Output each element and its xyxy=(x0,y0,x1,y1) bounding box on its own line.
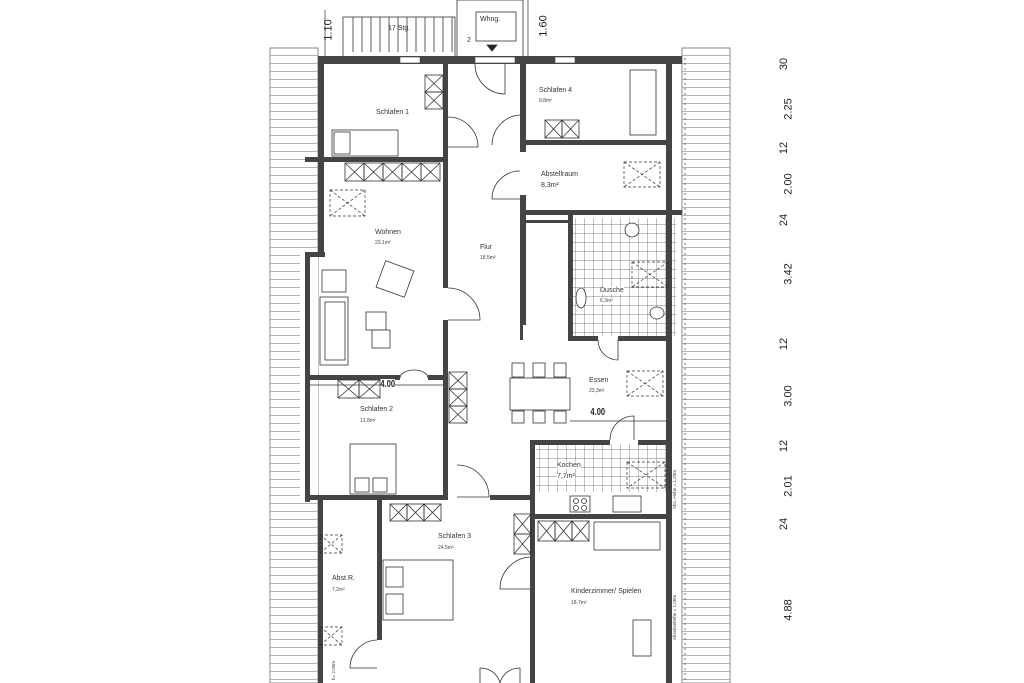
dim-top-left: 1.10 xyxy=(322,19,335,41)
roof-right xyxy=(681,47,731,683)
dim-right: 4.88 xyxy=(782,599,795,621)
staircase xyxy=(342,0,524,59)
dim-essen-width: 4.00 xyxy=(590,407,606,418)
step-number: 2 xyxy=(467,37,471,44)
kochen-tiles xyxy=(536,444,666,492)
dim-right: 3.00 xyxy=(782,385,795,407)
dim-right: 12 xyxy=(778,439,791,453)
room-area: 13,8m² xyxy=(360,418,376,424)
dim-right: 2.25 xyxy=(782,98,795,120)
room-name: Essen xyxy=(589,377,609,384)
dim-right: 2.01 xyxy=(782,475,795,497)
dim-right: 24 xyxy=(778,213,791,227)
room-name: Schlafen 1 xyxy=(376,109,410,116)
dim-right: 12 xyxy=(778,141,791,155)
room-name: Kinderzimmer/ Spielen xyxy=(571,588,642,595)
furniture xyxy=(319,69,665,657)
room-name: Wohnen xyxy=(375,229,401,236)
dim-wohnen-width: 4.00 xyxy=(380,379,396,390)
doors xyxy=(349,63,635,683)
room-area: 23,3m² xyxy=(589,388,605,394)
room-name: Schlafen 3 xyxy=(438,533,472,540)
stair-steps-label: 17 Stg. xyxy=(388,25,411,32)
room-area: 18,7m² xyxy=(571,600,587,606)
room-area: 9,8m² xyxy=(539,98,552,104)
room-area: 7,2m² xyxy=(332,587,345,593)
skylights xyxy=(319,161,669,646)
dim-top-right: 1.60 xyxy=(537,15,550,37)
wardrobes xyxy=(337,74,590,555)
room-area: 18,5m² xyxy=(480,255,496,261)
dim-right: 30 xyxy=(778,57,791,71)
note-kochen-height: Abs.-Höhe = 1,20m xyxy=(671,470,677,509)
walls xyxy=(305,56,682,683)
room-area: 24,5m² xyxy=(438,545,454,551)
room-name: Schlafen 2 xyxy=(360,406,394,413)
room-area: 7,7m² xyxy=(557,473,575,480)
dim-right: 3.42 xyxy=(782,263,795,285)
note-kinder-height: Abseitenhöhe = 1,00m xyxy=(672,594,678,641)
dim-right: 24 xyxy=(778,517,791,531)
note-h1: h= 1,08m xyxy=(318,661,324,680)
room-area: 23,1m² xyxy=(375,240,391,246)
room-name: Abst.R. xyxy=(332,575,355,582)
room-area: 8,3m² xyxy=(541,182,559,189)
room-name: Dusche xyxy=(600,287,624,294)
room-name: Flur xyxy=(480,244,493,251)
room-name: Schlafen 4 xyxy=(539,87,573,94)
note-h2: h= 2,00m xyxy=(330,661,336,680)
room-name: Kochen xyxy=(557,462,581,469)
dim-right: 2.00 xyxy=(782,173,795,195)
dim-right: 12 xyxy=(778,337,791,351)
room-name: Abstellraum xyxy=(541,171,578,178)
room-area: 6,3m² xyxy=(600,298,613,304)
apartment-label: Whng. xyxy=(480,16,501,23)
